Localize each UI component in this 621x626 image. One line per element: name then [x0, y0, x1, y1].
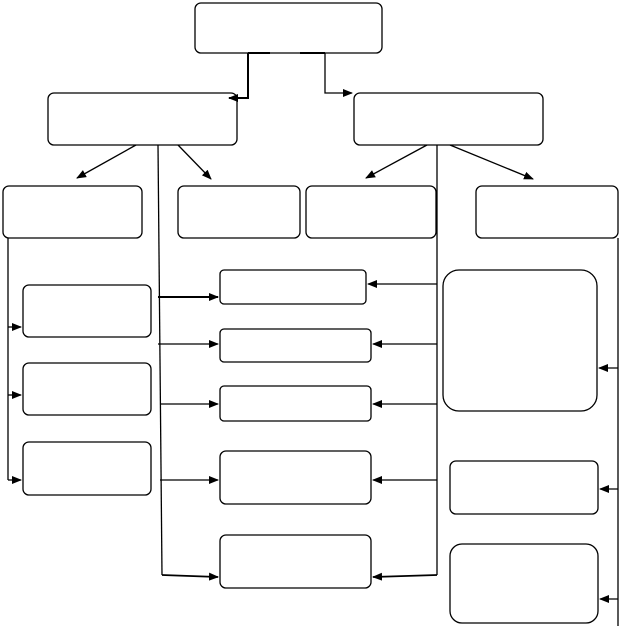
connector-leftmid-to-l2-1	[76, 144, 137, 179]
connector-leftmid-to-l2-2	[177, 144, 212, 180]
center-col-box-1	[219, 269, 367, 305]
left-col-box-3	[22, 441, 152, 496]
left-mid-box	[47, 92, 238, 146]
connector-top-to-right	[324, 53, 353, 97]
left-col-box-1	[22, 284, 152, 338]
level2-box-4	[475, 185, 619, 239]
left-col-box-2	[22, 362, 152, 416]
right-col-box-3	[449, 543, 599, 624]
right-mid-box	[353, 92, 544, 146]
center-col-box-3	[219, 385, 372, 422]
top-box	[194, 2, 383, 54]
connector-rightmid-to-l2-3	[365, 144, 428, 179]
center-col-box-4	[219, 450, 372, 505]
connector-rightmid-to-l2-4	[449, 144, 534, 180]
right-col-box-2	[449, 460, 599, 515]
arrow-from-right-to-center-5	[372, 572, 438, 581]
level2-box-1	[2, 185, 143, 239]
arrow-to-center-col-5	[161, 572, 219, 581]
connector-top-to-left	[228, 53, 249, 102]
right-col-box-1	[442, 269, 598, 412]
level2-box-2	[177, 185, 301, 239]
center-left-trunk	[157, 144, 163, 576]
center-col-box-2	[219, 328, 372, 363]
level2-box-3	[305, 185, 437, 239]
center-col-box-5	[219, 534, 372, 589]
